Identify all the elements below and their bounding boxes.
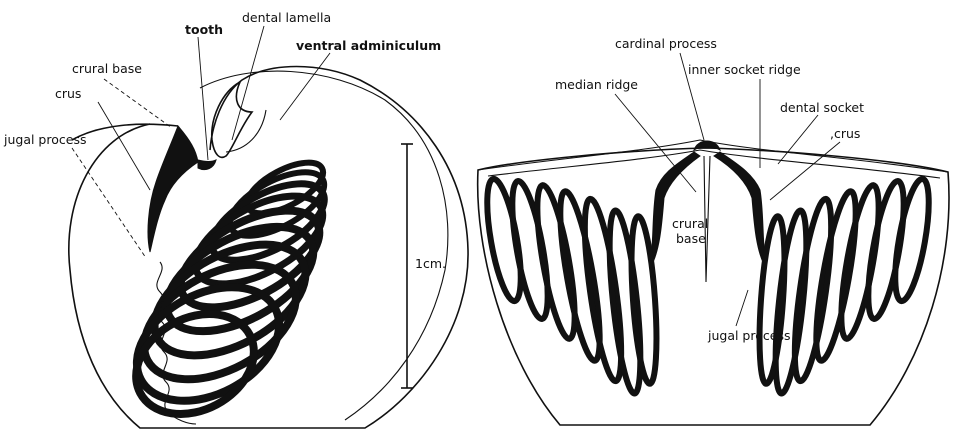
leader-jugal-process-right xyxy=(736,290,748,326)
dental-lamella-curl xyxy=(212,82,252,157)
label-cardinal-process: cardinal process xyxy=(615,36,717,51)
spiralium xyxy=(117,152,336,433)
label-crus: crus xyxy=(55,86,81,101)
leader-dental-socket xyxy=(778,115,818,164)
scale-label: 1cm. xyxy=(415,256,446,271)
leader-crus xyxy=(98,102,150,190)
right-view-specimen xyxy=(478,140,949,425)
label-dental-lamella: dental lamella xyxy=(242,10,331,25)
crural-base-plate xyxy=(148,126,198,252)
scale-bar xyxy=(401,144,413,388)
spiral-lobes-left xyxy=(480,177,660,395)
label-dental-socket: dental socket xyxy=(780,100,864,115)
label-jugal-process-right: jugal process xyxy=(707,328,790,343)
label-inner-socket-ridge: inner socket ridge xyxy=(688,62,801,77)
label-jugal-process: jugal process xyxy=(3,132,86,147)
leader-crus-right xyxy=(770,142,840,200)
leader-dental-lamella xyxy=(232,26,264,140)
leader-crural-base xyxy=(104,79,172,128)
label-crus-right: ,crus xyxy=(830,126,860,141)
crural-base-left xyxy=(650,152,700,268)
hinge-line-lower xyxy=(488,150,940,178)
label-crural-base: crural base xyxy=(72,61,142,76)
crural-base-right xyxy=(714,152,766,268)
label-crural-base-right-line2: base xyxy=(676,231,706,246)
crus-line xyxy=(72,124,178,140)
leader-ventral-adminiculum xyxy=(280,53,330,120)
leader-tooth xyxy=(198,37,208,160)
label-tooth: tooth xyxy=(185,22,223,37)
spiral-lobes-right xyxy=(755,177,935,395)
label-crural-base-right-line1: crural xyxy=(672,216,708,231)
label-ventral-adminiculum: ventral adminiculum xyxy=(296,38,441,53)
left-view-specimen xyxy=(69,67,468,434)
label-median-ridge: median ridge xyxy=(555,77,638,92)
tooth-dark xyxy=(198,160,216,170)
